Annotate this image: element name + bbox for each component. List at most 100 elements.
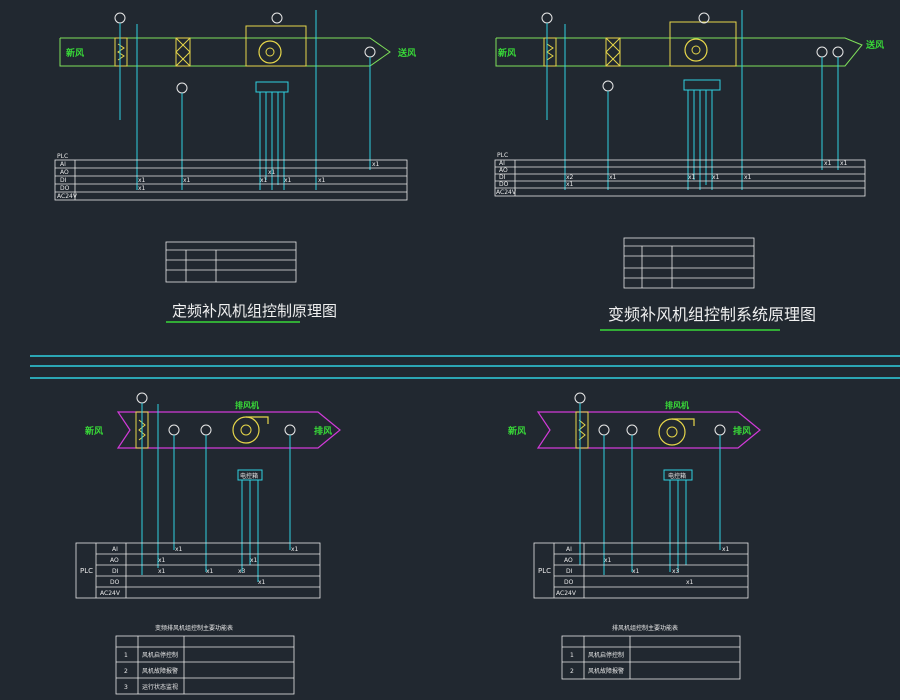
filter-zigzag-icon	[578, 419, 586, 441]
io-count: x1	[632, 568, 640, 575]
function-row-name: 风机故障报警	[588, 667, 624, 675]
function-row-no: 2	[570, 668, 574, 675]
coil-zigzag-icon	[175, 37, 191, 67]
coil-icon	[605, 37, 621, 67]
plc-row-label: DO	[564, 579, 574, 586]
fan-housing-icon	[245, 25, 307, 67]
io-count: x1	[566, 181, 574, 188]
section-divider	[30, 355, 900, 379]
io-count: x1	[840, 160, 848, 167]
io-count: x1	[206, 568, 214, 575]
signal-lines	[119, 10, 371, 190]
filter-icon	[543, 37, 557, 67]
fan-icon	[258, 40, 282, 64]
unit-label: 排风机	[665, 400, 689, 410]
io-count: x3	[238, 568, 246, 575]
plc-row-label: AC24V	[496, 189, 517, 196]
fan-outlet-icon	[246, 416, 269, 424]
signal-lines	[579, 403, 721, 575]
plc-row-label: DI	[499, 174, 506, 181]
io-count: x1	[824, 160, 832, 167]
control-cabinet	[255, 81, 289, 93]
io-count: x1	[722, 546, 730, 553]
function-row-name: 风机启停控制	[588, 651, 624, 659]
fan-icon	[684, 38, 708, 62]
io-count: x1	[258, 579, 266, 586]
filter-zigzag-icon	[546, 43, 554, 61]
io-count: x1	[744, 174, 752, 181]
temp-sensor-icon	[168, 424, 180, 436]
plc-row-label: AO	[564, 557, 573, 564]
plc-table	[75, 542, 321, 599]
bottom-left-diagram: 新风 排风 排风机 电控箱	[75, 392, 341, 695]
duct-outline	[495, 37, 863, 67]
io-count: x1	[284, 177, 292, 184]
pressure-switch-icon	[176, 82, 188, 94]
plc-row-label: DO	[60, 185, 70, 192]
fan-icon	[658, 418, 686, 446]
function-table-title: 排风机组控制主要功能表	[612, 624, 678, 632]
signal-lines	[141, 403, 291, 582]
pressure-switch-icon	[602, 80, 614, 92]
plc-table	[533, 542, 749, 599]
temp-sensor-icon	[832, 46, 844, 58]
io-count: x1	[138, 177, 146, 184]
temp-sensor-icon	[364, 46, 376, 58]
function-table-title: 变频排风机组控制主要功能表	[155, 624, 233, 632]
io-count: x1	[712, 174, 720, 181]
io-count: x1	[250, 557, 258, 564]
io-count: x1	[318, 177, 326, 184]
io-count: x2	[566, 174, 574, 181]
function-table	[165, 241, 297, 283]
io-count: x3	[672, 568, 680, 575]
damper-actuator-icon	[136, 392, 148, 404]
plc-row-label: DO	[499, 181, 509, 188]
io-count: x1	[686, 579, 694, 586]
fan-sensor-icon	[271, 12, 283, 24]
duct-outline	[59, 37, 391, 67]
inlet-label: 新风	[85, 425, 103, 437]
inlet-label: 新风	[498, 47, 516, 59]
plc-label: PLC	[538, 567, 551, 575]
temp-sensor-icon	[598, 424, 610, 436]
filter-zigzag-icon	[117, 43, 125, 61]
io-count: x1	[183, 177, 191, 184]
plc-row-label: AI	[112, 546, 118, 553]
plc-row-label: AI	[60, 161, 66, 168]
pressure-sensor-icon	[284, 424, 296, 436]
humidity-sensor-icon	[626, 424, 638, 436]
humidity-sensor-icon	[816, 46, 828, 58]
plc-row-label: DO	[110, 579, 120, 586]
function-row-name: 运行状态监视	[142, 683, 178, 691]
io-count: x1	[604, 557, 612, 564]
plc-row-label: AC24V	[100, 590, 121, 597]
function-table	[623, 237, 755, 289]
function-row-no: 2	[124, 668, 128, 675]
fan-sensor-icon	[698, 12, 710, 24]
outlet-label: 送风	[397, 47, 416, 59]
bottom-right-diagram: 新风 排风 排风机 电控箱	[508, 392, 761, 680]
plc-row-label: DI	[60, 177, 67, 184]
filter-icon	[114, 37, 128, 67]
function-row-name: 风机启停控制	[142, 651, 178, 659]
outlet-label: 排风	[733, 425, 751, 437]
outlet-label: 排风	[314, 425, 332, 437]
io-count: x1	[158, 568, 166, 575]
filter-icon	[575, 411, 589, 449]
plc-row-label: AC24V	[57, 193, 78, 200]
function-table	[561, 635, 741, 680]
io-count: x1	[138, 185, 146, 192]
plc-row-label: DI	[566, 568, 573, 575]
humidity-sensor-icon	[200, 424, 212, 436]
plc-row-label: DI	[112, 568, 119, 575]
io-count: x1	[158, 557, 166, 564]
unit-label: 排风机	[235, 400, 259, 410]
plc-row-label: AO	[60, 169, 69, 176]
top-right-diagram: 新风 送风	[494, 10, 884, 331]
plc-row-label: AO	[110, 557, 119, 564]
plc-table	[54, 159, 408, 201]
control-cabinet	[683, 79, 721, 91]
function-row-no: 1	[124, 652, 128, 659]
plc-row-label: PLC	[497, 152, 508, 159]
